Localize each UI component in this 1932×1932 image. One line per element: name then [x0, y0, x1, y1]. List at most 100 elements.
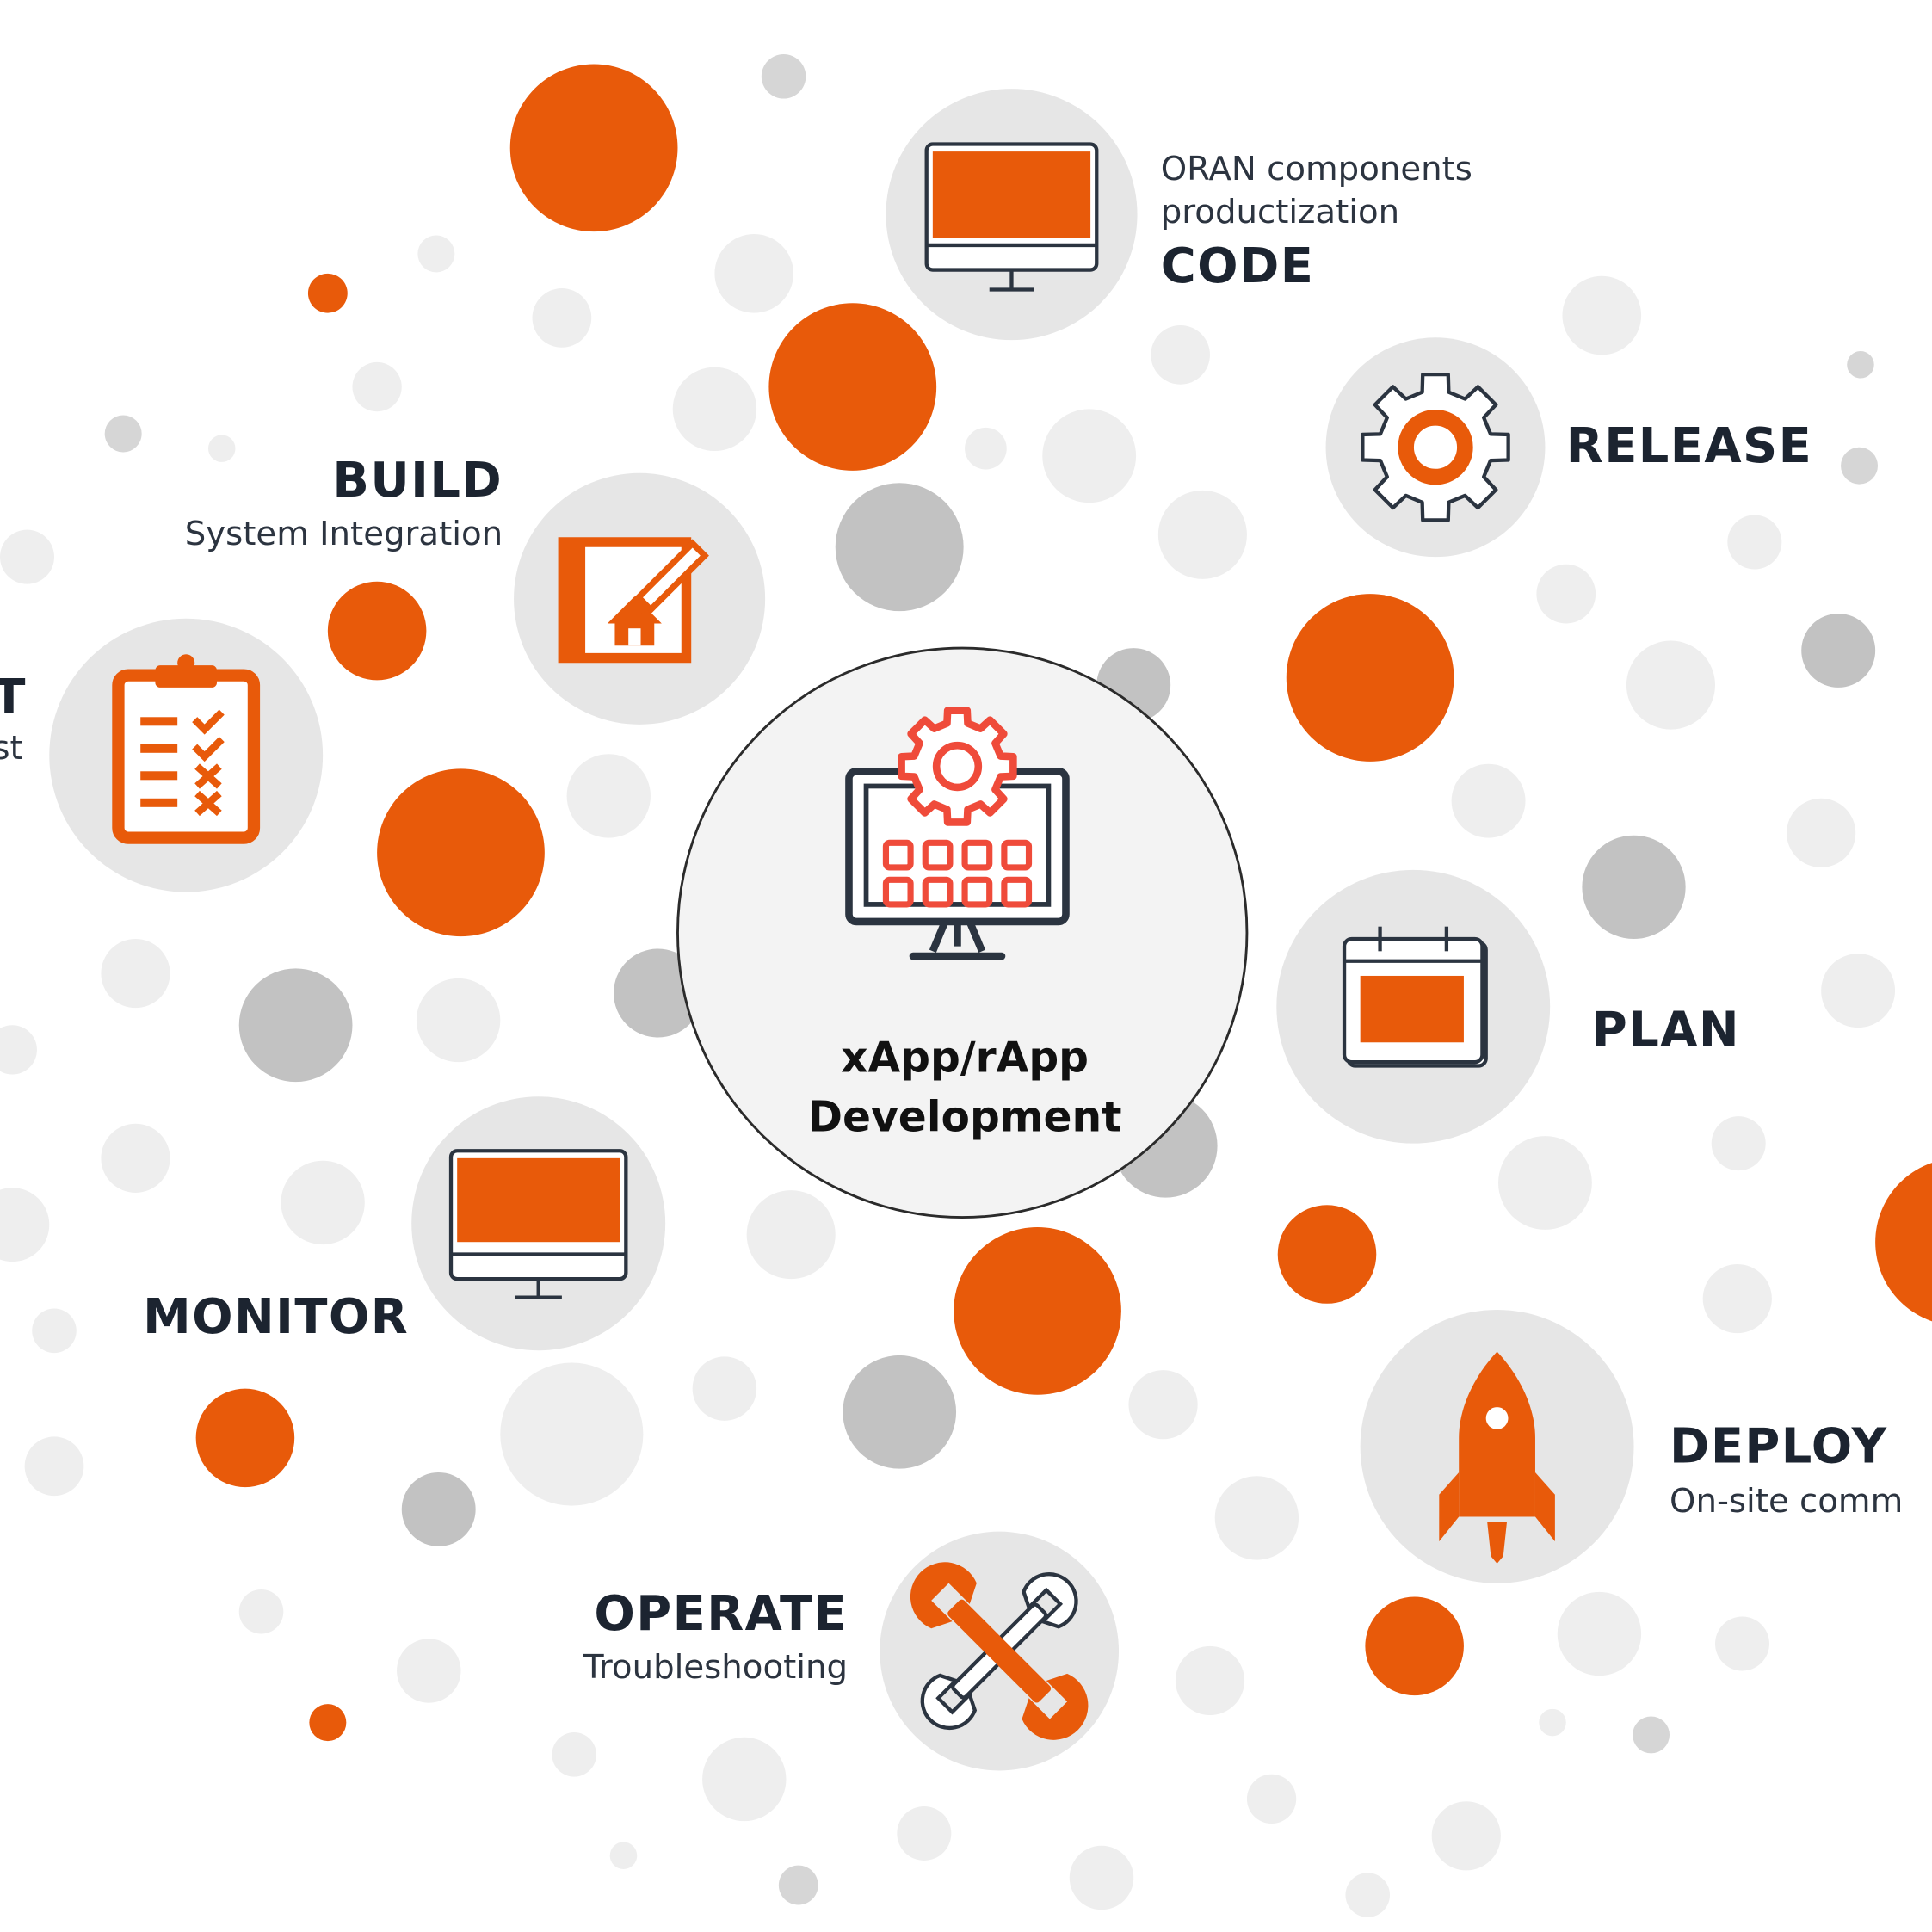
background-dot: [1787, 798, 1856, 867]
background-dot: [692, 1356, 757, 1421]
background-dot: [1069, 1845, 1134, 1910]
background-dot: [0, 1188, 50, 1262]
background-dot: [532, 288, 592, 348]
background-dot: [238, 968, 353, 1083]
test-title: T: [0, 665, 27, 731]
monitor-title: MONITOR: [143, 1290, 410, 1346]
background-dot: [1286, 594, 1454, 762]
background-dot: [1711, 1116, 1766, 1171]
background-dot: [1801, 614, 1876, 688]
build-subtitle: System Integration: [184, 515, 503, 553]
background-dot: [1841, 447, 1879, 485]
operate-title: OPERATE: [594, 1587, 849, 1643]
build-label: BUILD System Integration: [135, 448, 503, 554]
background-dot: [281, 1160, 365, 1245]
background-dot: [954, 1227, 1121, 1395]
background-dot: [609, 1842, 638, 1869]
background-dot: [195, 1388, 295, 1488]
background-dot: [377, 768, 545, 937]
build-title: BUILD: [332, 453, 503, 509]
background-dot: [1246, 1774, 1297, 1824]
background-dot: [768, 303, 937, 471]
test-subtitle: st: [0, 729, 23, 768]
background-dot: [1821, 954, 1896, 1028]
operate-label: OPERATE Troubleshooting: [542, 1583, 848, 1689]
background-dot: [101, 1123, 170, 1193]
background-dot: [1498, 1136, 1592, 1230]
plan-title: PLAN: [1591, 1003, 1741, 1059]
background-dot: [1277, 1205, 1377, 1304]
background-dot: [761, 53, 806, 99]
background-dot: [1431, 1801, 1501, 1871]
test-node: [49, 618, 324, 892]
build-node: [514, 472, 766, 725]
background-dot: [417, 235, 455, 273]
background-dot: [238, 1589, 284, 1634]
background-dot: [1727, 515, 1782, 570]
background-dot: [401, 1472, 476, 1546]
background-dot: [897, 1805, 952, 1861]
blueprint-house-icon: [558, 537, 709, 664]
background-dot: [1557, 1591, 1642, 1676]
background-dot: [309, 1704, 347, 1742]
operate-subtitle: Troubleshooting: [583, 1648, 849, 1688]
background-dot: [672, 367, 757, 452]
release-node: [1325, 337, 1546, 558]
code-subtitle-line2: productization: [1160, 193, 1400, 232]
background-dot: [1128, 1370, 1198, 1440]
background-dot: [1847, 351, 1874, 379]
gear-icon: [1361, 372, 1510, 522]
deploy-title: DEPLOY: [1670, 1419, 1888, 1475]
background-dot: [101, 939, 170, 1009]
center-title-line1: xApp/rApp: [841, 1034, 1089, 1083]
background-dot: [509, 64, 678, 232]
background-dot: [1702, 1263, 1772, 1334]
background-dot: [552, 1732, 596, 1777]
background-dot: [416, 978, 501, 1063]
background-dot: [1715, 1616, 1770, 1671]
background-dot: [1633, 1716, 1670, 1754]
center-node: xApp/rApp Development: [676, 646, 1249, 1219]
background-dot: [1875, 1163, 1932, 1322]
background-dot: [965, 427, 1007, 470]
background-dot: [1562, 275, 1642, 355]
background-dot: [835, 483, 964, 612]
background-dot: [1214, 1476, 1299, 1560]
background-dot: [327, 581, 427, 681]
background-dot: [746, 1190, 836, 1280]
background-dot: [1626, 640, 1716, 730]
background-dot: [32, 1308, 77, 1354]
center-title: xApp/rApp Development: [728, 1029, 1201, 1147]
background-dot: [1365, 1596, 1464, 1696]
background-dot: [1539, 1708, 1566, 1737]
background-dot: [566, 754, 651, 838]
deploy-node: [1360, 1309, 1634, 1583]
background-dot: [24, 1436, 84, 1497]
background-dot: [714, 234, 794, 313]
background-dot: [702, 1737, 787, 1822]
background-dot: [1157, 490, 1247, 579]
plan-node: [1276, 869, 1551, 1144]
background-dot: [307, 273, 348, 313]
rocket-icon: [1439, 1351, 1555, 1564]
code-title: CODE: [1160, 238, 1315, 295]
deploy-subtitle: On-site comm: [1670, 1482, 1904, 1521]
background-dot: [0, 1025, 37, 1075]
operate-node: [880, 1531, 1120, 1771]
monitor-icon: [924, 142, 1099, 292]
release-title: RELEASE: [1565, 418, 1813, 475]
background-dot: [778, 1865, 818, 1905]
background-dot: [207, 435, 236, 462]
background-dot: [1151, 324, 1210, 385]
background-dot: [500, 1362, 644, 1506]
background-dot: [104, 415, 142, 453]
background-dot: [1042, 409, 1137, 503]
calendar-icon: [1342, 926, 1488, 1068]
background-dot: [0, 529, 54, 584]
code-subtitle-line1: ORAN components: [1160, 150, 1472, 189]
background-dot: [1175, 1645, 1245, 1716]
monitor-gear-grid-icon: [845, 707, 1070, 960]
test-label: T st: [0, 665, 27, 766]
